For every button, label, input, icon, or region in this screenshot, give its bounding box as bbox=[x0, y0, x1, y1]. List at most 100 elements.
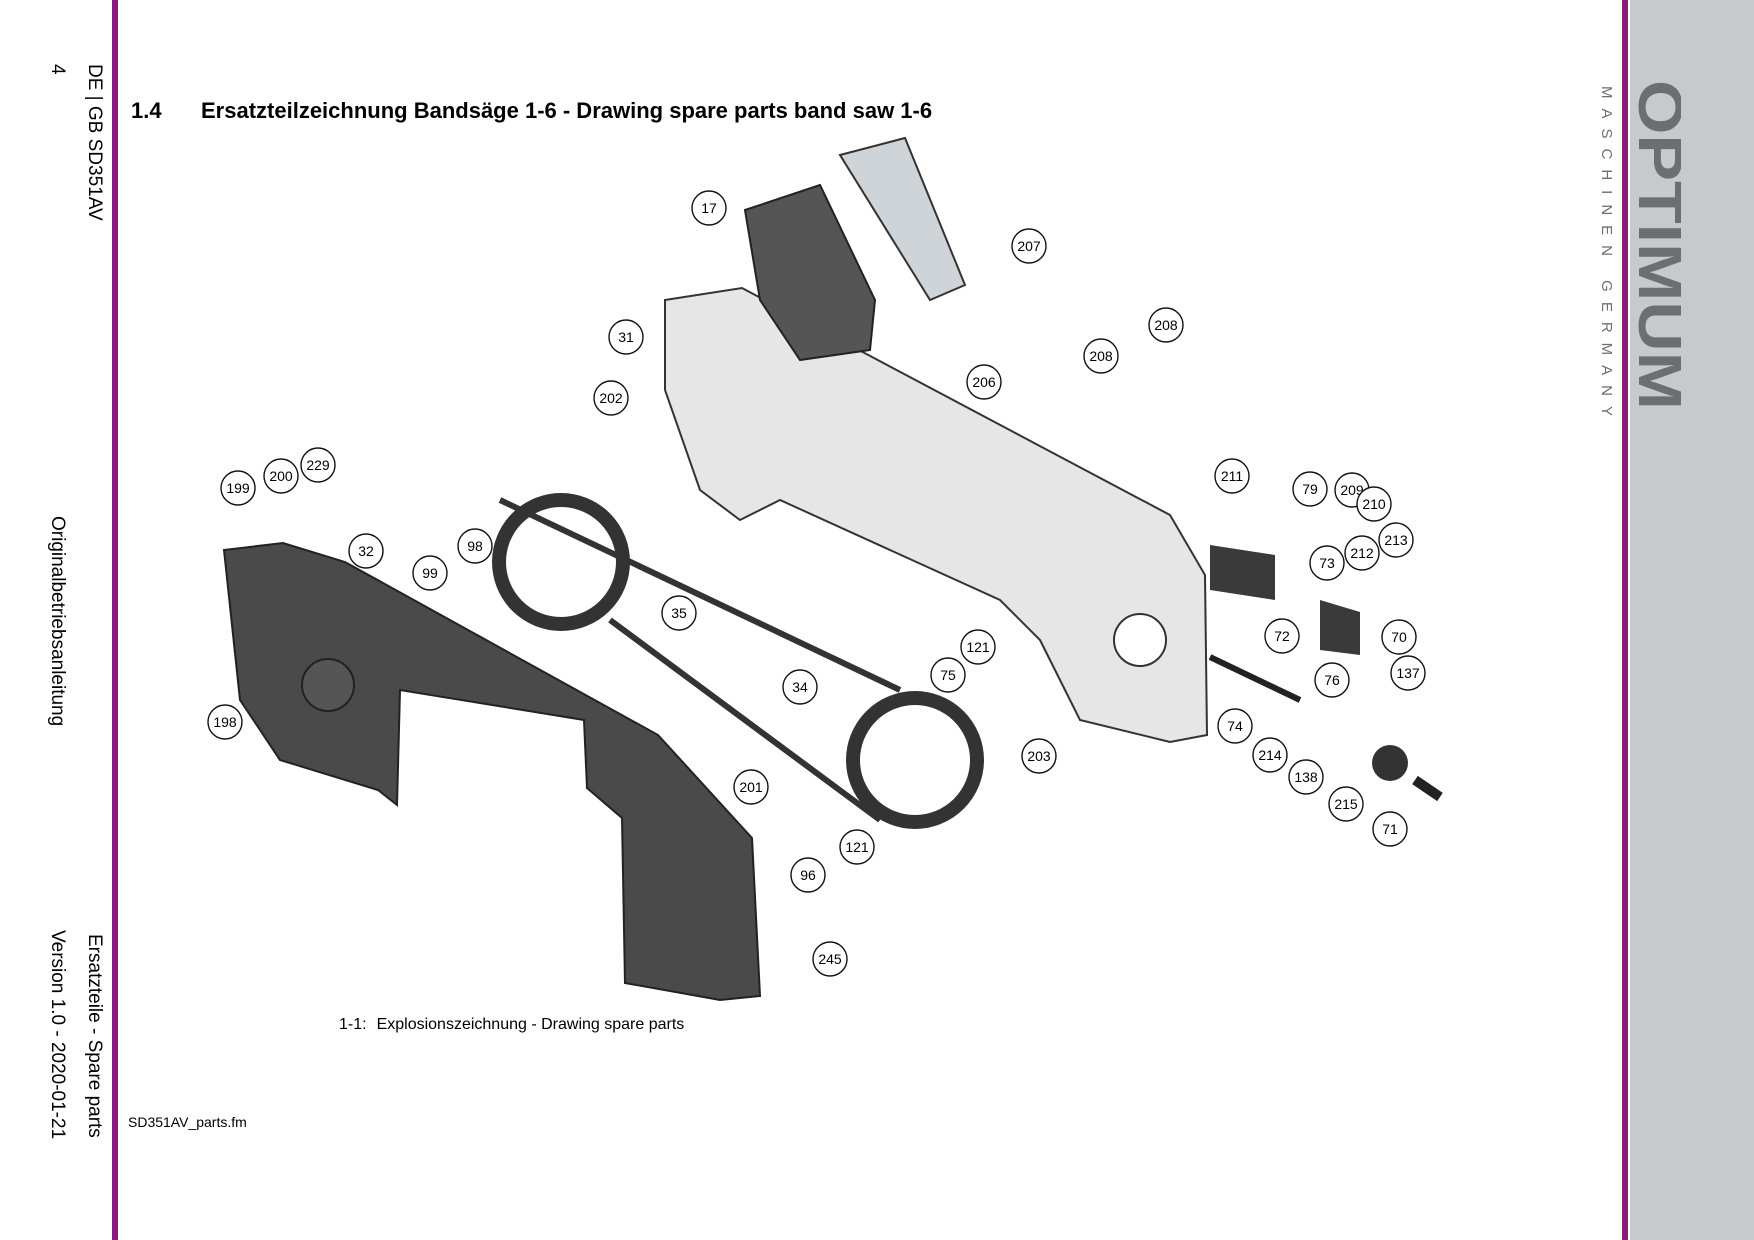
main-frame bbox=[664, 286, 1209, 744]
part-number-label: 121 bbox=[845, 839, 869, 855]
part-number-label: 206 bbox=[972, 374, 996, 390]
callout-circle bbox=[1252, 737, 1288, 773]
callout-circle bbox=[1390, 655, 1426, 691]
part-number-label: 245 bbox=[818, 951, 842, 967]
brand-band bbox=[1630, 0, 1754, 1240]
source-filename: SD351AV_parts.fm bbox=[128, 1114, 247, 1130]
tension-shaft bbox=[1208, 654, 1302, 703]
part-number-label: 96 bbox=[800, 867, 816, 883]
callout-circle bbox=[1288, 759, 1324, 795]
part-number-label: 200 bbox=[269, 468, 293, 484]
callout-circle bbox=[1214, 458, 1250, 494]
handwheel bbox=[1372, 745, 1408, 781]
bracket bbox=[1320, 600, 1360, 655]
part-number-label: 138 bbox=[1294, 769, 1318, 785]
callout-circle bbox=[1021, 738, 1057, 774]
title-text: Ersatzteilzeichnung Bandsäge 1-6 - Drawi… bbox=[201, 98, 933, 123]
callout-circle bbox=[593, 380, 629, 416]
caption-number: 1-1: bbox=[339, 1016, 367, 1033]
part-number-label: 209 bbox=[1340, 482, 1364, 498]
motor bbox=[743, 183, 877, 362]
cover-plate bbox=[222, 541, 762, 1002]
logo-wordmark: OPTIMUM bbox=[1633, 80, 1681, 410]
guide-block bbox=[1210, 545, 1275, 600]
callout-circle bbox=[1356, 486, 1392, 522]
part-number-label: 207 bbox=[1017, 238, 1041, 254]
callout-circle bbox=[207, 704, 243, 740]
callout-circle bbox=[1314, 662, 1350, 698]
callout-circle bbox=[1381, 619, 1417, 655]
callout-circle bbox=[1011, 228, 1047, 264]
part-number-label: 73 bbox=[1319, 555, 1335, 571]
callout-circle bbox=[263, 458, 299, 494]
part-number-label: 229 bbox=[306, 457, 330, 473]
upper-wheel bbox=[492, 493, 630, 631]
part-number-label: 212 bbox=[1350, 545, 1374, 561]
callout-circle bbox=[661, 595, 697, 631]
part-number-label: 79 bbox=[1302, 481, 1318, 497]
part-number-label: 34 bbox=[792, 679, 808, 695]
part-number-label: 211 bbox=[1221, 468, 1244, 484]
callout-circle bbox=[348, 533, 384, 569]
cover-hole bbox=[301, 658, 355, 712]
callout-circle bbox=[1309, 545, 1345, 581]
optimum-logo: OPTIMUM ® bbox=[1633, 80, 1681, 410]
logo-subtitle: MASCHINEN GERMANY bbox=[1598, 86, 1615, 416]
handle bbox=[1412, 775, 1443, 802]
callout-circle bbox=[782, 669, 818, 705]
callout-circle bbox=[1083, 338, 1119, 374]
callout-circle bbox=[960, 629, 996, 665]
part-number-label: 17 bbox=[701, 200, 717, 216]
part-number-label: 198 bbox=[213, 714, 237, 730]
part-number-label: 121 bbox=[966, 639, 990, 655]
callout-circle bbox=[1292, 471, 1328, 507]
control-box bbox=[838, 136, 967, 302]
callout-circle bbox=[1372, 811, 1408, 847]
callout-circle bbox=[1217, 708, 1253, 744]
callout-circle bbox=[839, 829, 875, 865]
callout-circle bbox=[812, 941, 848, 977]
lower-wheel bbox=[846, 691, 984, 829]
callout-circle bbox=[930, 657, 966, 693]
callout-circle bbox=[412, 555, 448, 591]
callout-circle bbox=[457, 528, 493, 564]
part-number-label: 201 bbox=[739, 779, 763, 795]
part-number-label: 35 bbox=[671, 605, 687, 621]
callout-circle bbox=[966, 364, 1002, 400]
callout-circle bbox=[1378, 522, 1414, 558]
drawing-parts bbox=[222, 136, 1443, 1002]
callout-circle bbox=[608, 319, 644, 355]
figure-caption: 1-1: Explosionszeichnung - Drawing spare … bbox=[339, 1016, 684, 1034]
section-number: 1.4 bbox=[131, 98, 162, 123]
caption-text: Explosionszeichnung - Drawing spare part… bbox=[376, 1016, 685, 1033]
part-number-label: 31 bbox=[618, 329, 634, 345]
part-number-label: 214 bbox=[1258, 747, 1282, 763]
callout-circle bbox=[1148, 307, 1184, 343]
part-number-label: 213 bbox=[1384, 532, 1408, 548]
part-number-label: 199 bbox=[226, 480, 250, 496]
right-divider-line bbox=[1622, 0, 1628, 1240]
page-title: 1.4 Ersatzteilzeichnung Bandsäge 1-6 - Dr… bbox=[131, 98, 932, 124]
part-number-label: 75 bbox=[940, 667, 956, 683]
callout-circle bbox=[733, 769, 769, 805]
drive-belt bbox=[498, 497, 902, 823]
part-number-label: 203 bbox=[1027, 748, 1051, 764]
frame-hole bbox=[1113, 613, 1167, 667]
part-number-label: 210 bbox=[1362, 496, 1386, 512]
callout-circle bbox=[1264, 618, 1300, 654]
part-number-label: 74 bbox=[1227, 718, 1243, 734]
part-number-label: 32 bbox=[358, 543, 374, 559]
part-number-label: 99 bbox=[422, 565, 438, 581]
part-number-label: 137 bbox=[1396, 665, 1420, 681]
part-number-label: 208 bbox=[1089, 348, 1113, 364]
callout-circle bbox=[300, 447, 336, 483]
part-number-label: 71 bbox=[1382, 821, 1398, 837]
part-number-label: 215 bbox=[1334, 796, 1358, 812]
callout-circle bbox=[790, 857, 826, 893]
callout-circle bbox=[691, 190, 727, 226]
left-divider-line bbox=[112, 0, 118, 1240]
part-number-label: 76 bbox=[1324, 672, 1340, 688]
part-number-label: 72 bbox=[1274, 628, 1290, 644]
